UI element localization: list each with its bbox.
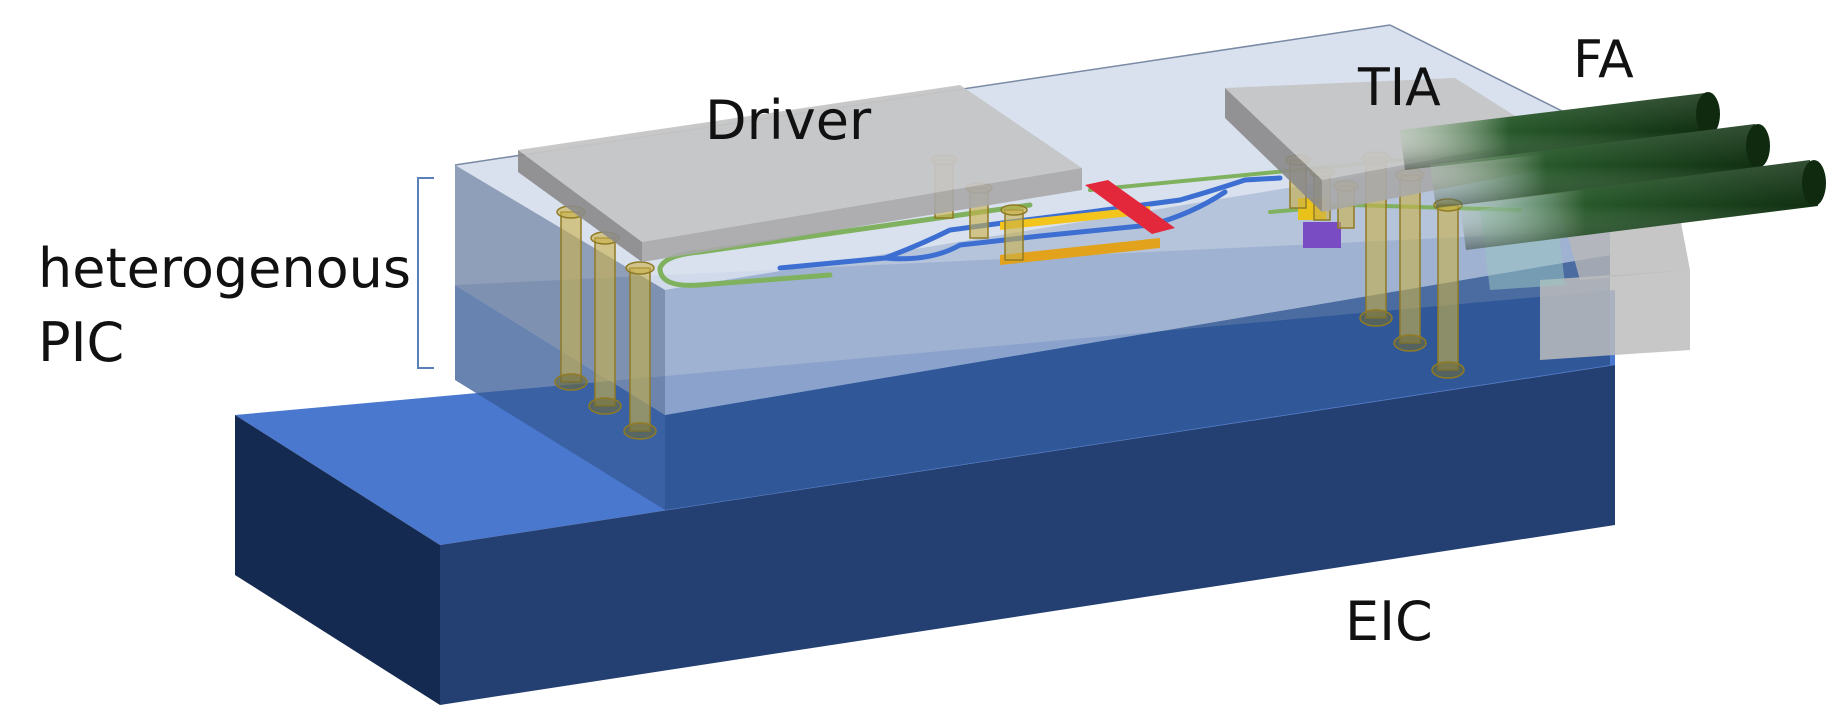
eic-label: EIC <box>1345 590 1433 653</box>
pic-bracket <box>417 177 434 369</box>
fa-block-front <box>1540 270 1690 360</box>
eic-front-face <box>440 365 1615 705</box>
driver-label: Driver <box>705 89 872 152</box>
via-left-1 <box>554 205 588 391</box>
via-left-3 <box>623 261 657 440</box>
fiber-array <box>1400 92 1826 360</box>
photodiode-purple <box>1303 222 1341 248</box>
via-mid-3 <box>1000 204 1028 261</box>
heater-red <box>1085 180 1175 234</box>
fiber-1 <box>1400 92 1720 170</box>
heterogenous-pic-label: heterogenous PIC <box>38 232 411 380</box>
electrode-yellow-upper <box>1000 206 1150 230</box>
pic-label-line2: PIC <box>38 311 125 374</box>
tia-label: TIA <box>1358 58 1441 118</box>
blue-waveguide-mzi-lower <box>882 189 1228 262</box>
tia-left-face <box>1225 88 1322 212</box>
pic-label-line1: heterogenous <box>38 237 412 300</box>
eic-left-face <box>235 415 440 705</box>
fiber-3 <box>1460 160 1826 250</box>
electrode-yellow-lower <box>1000 238 1160 265</box>
driver-left-face <box>518 150 642 262</box>
driver-front-face <box>642 168 1082 262</box>
fiber-2 <box>1430 124 1770 208</box>
fa-label: FA <box>1573 30 1634 90</box>
tia-top-face <box>1225 78 1550 180</box>
driver-top-face <box>518 85 1082 242</box>
via-left-2 <box>588 231 622 415</box>
pic-lower-left-face <box>455 285 665 510</box>
driver-chip <box>518 85 1082 262</box>
